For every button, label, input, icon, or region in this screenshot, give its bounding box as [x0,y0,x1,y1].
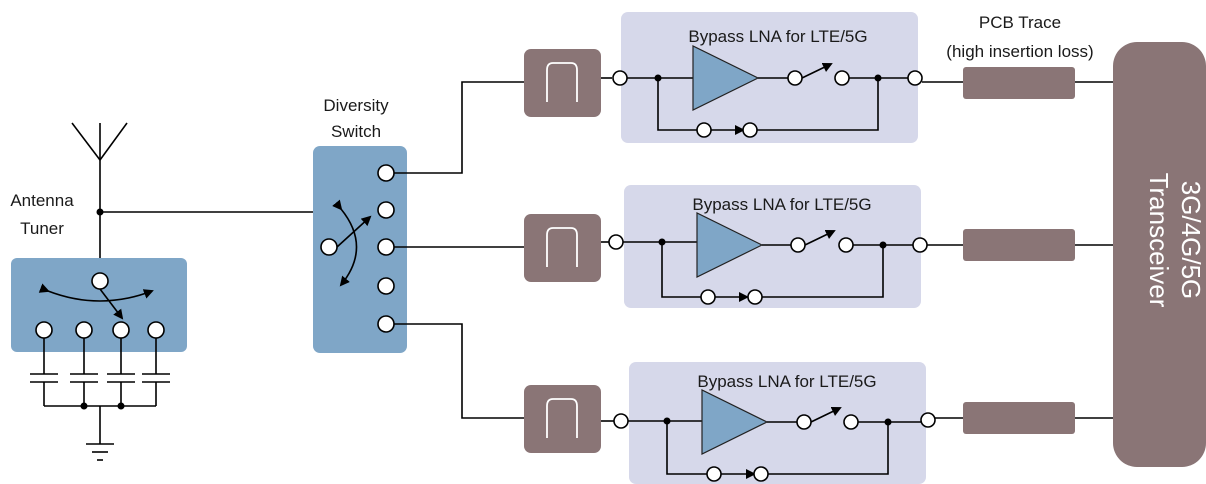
pcb-trace-label-line2: (high insertion loss) [946,42,1093,61]
antenna-tuner-label-line2: Tuner [20,219,64,238]
switch-common-port [320,238,338,256]
tuner-common-port [91,272,109,290]
switch-select-arrow [332,199,358,287]
switch-port-5 [377,315,395,333]
diversity-switch-label-line2: Switch [331,122,381,141]
pcb-trace-label-line1: PCB Trace [979,13,1061,32]
transceiver-label-line2: Transceiver [1144,173,1174,308]
ground-icon [86,443,114,461]
lna-amplifier [692,45,760,111]
pcb-trace [963,229,1075,261]
transceiver-label-line1: 3G/4G/5G [1176,181,1206,300]
switch-port-1 [377,164,395,182]
bandpass-filter [524,385,601,453]
antenna-tuner-box [11,258,187,352]
switch-port-2 [377,201,395,219]
diversity-switch-box [313,146,407,353]
tuner-capacitors [30,338,170,444]
bypass-lna-label: Bypass LNA for LTE/5G [688,27,867,46]
tuner-port-4 [147,321,165,339]
antenna-tuner-label-line1: Antenna [10,191,74,210]
rx-chain-2: Bypass LNA for LTE/5G [524,185,1113,308]
wire-switch-to-filter-3 [394,323,524,419]
tuner-port-1 [35,321,53,339]
tuner-select-arrow [38,283,154,302]
switch-port-3 [377,238,395,256]
switch-port-4 [377,277,395,295]
pcb-trace [963,67,1075,99]
antenna-tuner [11,258,187,352]
rx-chain-1: Bypass LNA for LTE/5G [524,12,1113,143]
bandpass-filter-icon [546,227,578,267]
antenna-icon [71,122,128,161]
bypass-lna-label: Bypass LNA for LTE/5G [697,372,876,391]
diversity-switch [313,146,407,353]
rx-chain-3: Bypass LNA for LTE/5G [524,362,1113,484]
pcb-trace [963,402,1075,434]
transceiver-block [1113,42,1206,467]
bandpass-filter-icon [546,62,578,102]
diversity-switch-label-line1: Diversity [323,96,389,115]
bandpass-filter [524,214,601,282]
bypass-lna-label: Bypass LNA for LTE/5G [692,195,871,214]
tuner-port-3 [112,321,130,339]
wire-switch-to-filter-1 [394,81,524,174]
tuner-port-2 [75,321,93,339]
lna-amplifier [696,212,764,278]
bandpass-filter-icon [546,398,578,438]
lna-amplifier [701,389,769,455]
bandpass-filter [524,49,601,117]
